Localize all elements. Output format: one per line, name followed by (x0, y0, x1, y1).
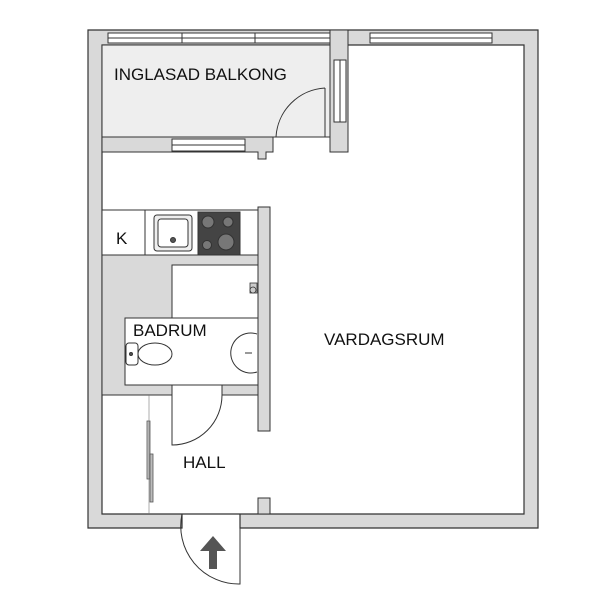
entrance-arrow-icon (200, 536, 226, 569)
washbasin-icon (230, 332, 258, 374)
balcony-door[interactable] (275, 87, 326, 138)
interior-wall (257, 206, 271, 432)
balcony-floor (101, 44, 331, 138)
entrance-door[interactable] (180, 513, 241, 585)
room-label-hall: HALL (183, 453, 226, 472)
bath-hall-wall (221, 384, 259, 396)
wall-stub (257, 497, 271, 515)
shower-icon (249, 282, 258, 294)
closet-sliding-door[interactable] (146, 395, 154, 514)
kitchen-counter (101, 209, 259, 256)
toilet-icon (125, 342, 173, 366)
room-label-kitchen: K (116, 229, 128, 248)
windows (107, 32, 493, 152)
room-label-bathroom: BADRUM (133, 321, 207, 340)
bathroom-door[interactable] (171, 394, 223, 446)
shower-area (171, 264, 259, 319)
room-label-balcony: INGLASAD BALKONG (114, 65, 287, 84)
stove-icon (197, 211, 241, 256)
sink-icon (153, 214, 193, 252)
room-label-living-room: VARDAGSRUM (324, 330, 445, 349)
